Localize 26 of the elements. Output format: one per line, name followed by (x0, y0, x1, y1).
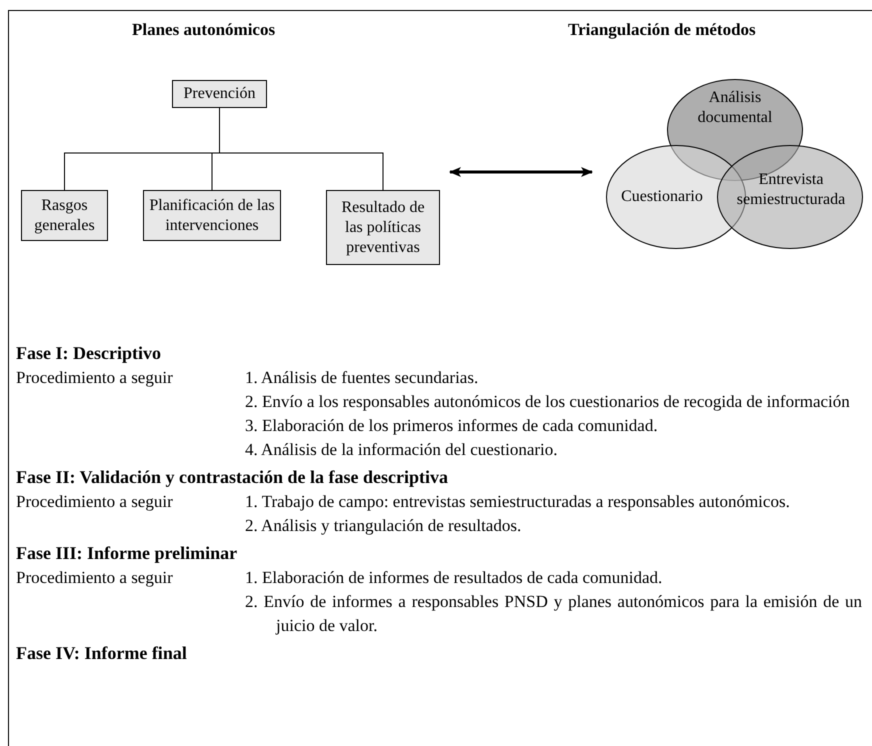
section-heading: Triangulación de métodos (568, 20, 756, 40)
list-item: 1. Elaboración de informes de resultados de cada comunidad. (245, 567, 664, 589)
section-heading: Planes autonómicos (132, 20, 276, 40)
category-box: Resultado de las políticas preventivas (326, 190, 440, 265)
circle-label: Análisis documental (696, 88, 774, 128)
phase-heading: Fase II: Validación y contrastación de la fase descriptiva (16, 466, 449, 489)
phase-heading: Fase III: Informe preliminar (16, 542, 238, 565)
list-item: 3. Elaboración de los primeros informes de cada comunidad. (245, 415, 659, 437)
list-item: 2. Envío a los responsables autonómicos de los cuestionarios de recogida de información (245, 391, 851, 413)
list-item: 4. Análisis de la información del cuestionario. (245, 439, 559, 461)
procedure-label: Procedimiento a seguir (16, 367, 174, 389)
phase-heading: Fase I: Descriptivo (16, 342, 162, 365)
connector-line (219, 108, 384, 190)
list-item: 2. Análisis y triangulación de resultados. (245, 515, 522, 537)
category-box: Prevención (172, 80, 267, 108)
circle-label: Entrevista semiestructurada (736, 170, 846, 210)
list-item: 1. Trabajo de campo: entrevistas semiestructuradas a responsables autonómicos. (245, 491, 791, 513)
list-item: 1. Análisis de fuentes secundarias. (245, 367, 480, 389)
circle-label: Cuestionario (620, 187, 704, 207)
category-box: Rasgos generales (21, 190, 108, 241)
list-item: 2. Envío de informes a responsables PNSD y planes autonómicos para la emisión de un juicio de valor. (245, 591, 862, 637)
category-box: Planificación de las intervenciones (143, 190, 281, 241)
procedure-label: Procedimiento a seguir (16, 567, 174, 589)
phase-heading: Fase IV: Informe final (16, 642, 188, 665)
procedure-label: Procedimiento a seguir (16, 491, 174, 513)
double-arrow (449, 167, 593, 177)
